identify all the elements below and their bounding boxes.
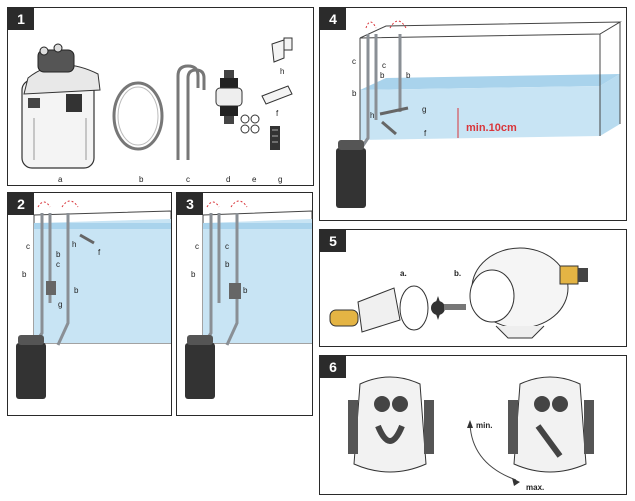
label-h: h [280, 67, 284, 76]
svg-text:g: g [422, 105, 426, 114]
panel-number: 1 [8, 8, 34, 30]
svg-text:b: b [225, 260, 230, 269]
panel-4-setup: 4 c c b b b g h f min.10cm [319, 7, 627, 221]
svg-text:c: c [382, 61, 386, 70]
inlet-pipe-icon [329, 287, 401, 333]
svg-text:b: b [243, 286, 248, 295]
label-b: b. [454, 269, 461, 278]
label-c: c [186, 175, 190, 184]
label-min: min. [476, 421, 492, 430]
strainer-icon [270, 126, 280, 150]
svg-text:c: c [352, 57, 356, 66]
arrow-right-icon [512, 478, 520, 486]
panel-1-components: 1 [7, 7, 314, 186]
svg-text:c: c [195, 242, 199, 251]
impeller-icon [431, 296, 466, 320]
svg-text:c: c [225, 242, 229, 251]
tank-setup-illustration: c c b b b g h f [16, 200, 171, 399]
panel-number: 5 [320, 230, 346, 252]
flow-control-illustration: min. max. [348, 376, 594, 492]
panel-5-impeller: 5 a. b. [319, 229, 627, 347]
panel-number: 2 [8, 193, 34, 215]
hose-icon [112, 81, 164, 151]
svg-text:f: f [98, 248, 101, 257]
svg-text:b: b [22, 270, 27, 279]
label-f: f [276, 109, 279, 118]
panel-6-flow-control: 6 min. max. [319, 355, 627, 495]
label-b: b [139, 175, 144, 184]
svg-text:b: b [74, 286, 79, 295]
min-depth-label: min.10cm [466, 122, 517, 134]
panel-3-setup: 3 c c b b b [176, 192, 313, 416]
u-pipe-icon [176, 64, 206, 160]
label-a: a [58, 175, 63, 184]
svg-text:g: g [58, 300, 62, 309]
svg-text:b: b [406, 71, 411, 80]
label-g: g [278, 175, 282, 184]
svg-text:c: c [56, 260, 60, 269]
panel-number: 6 [320, 356, 346, 378]
label-d: d [226, 175, 230, 184]
panel-number: 3 [177, 193, 203, 215]
svg-text:f: f [424, 129, 427, 138]
valve-icon [215, 70, 243, 124]
svg-text:h: h [72, 240, 76, 249]
svg-text:b: b [56, 250, 61, 259]
motor-housing-icon [469, 247, 588, 339]
elbow-icon [271, 37, 293, 63]
filter-canister-icon [21, 43, 101, 169]
label-a: a. [400, 269, 407, 278]
svg-text:b: b [191, 270, 196, 279]
svg-text:b: b [352, 89, 357, 98]
tank-setup-illustration: c c b b b g h f min.10cm [336, 20, 622, 208]
arrow-up-icon [467, 420, 473, 428]
svg-text:h: h [370, 111, 374, 120]
suction-cups-icon [240, 114, 260, 134]
tank-setup-illustration: c c b b b [185, 200, 312, 399]
filter-head-right-icon [508, 376, 594, 473]
panel-2-setup: 2 c c b b b g h f [7, 192, 172, 416]
filter-head-left-icon [348, 376, 434, 473]
impeller-illustration: a. b. [329, 247, 588, 339]
label-e: e [252, 175, 257, 184]
svg-text:c: c [26, 242, 30, 251]
panel-number: 4 [320, 8, 346, 30]
components-illustration: a b c d e g f h [21, 37, 293, 184]
svg-text:b: b [380, 71, 385, 80]
spray-nozzle-icon [261, 85, 293, 105]
label-max: max. [526, 483, 544, 492]
